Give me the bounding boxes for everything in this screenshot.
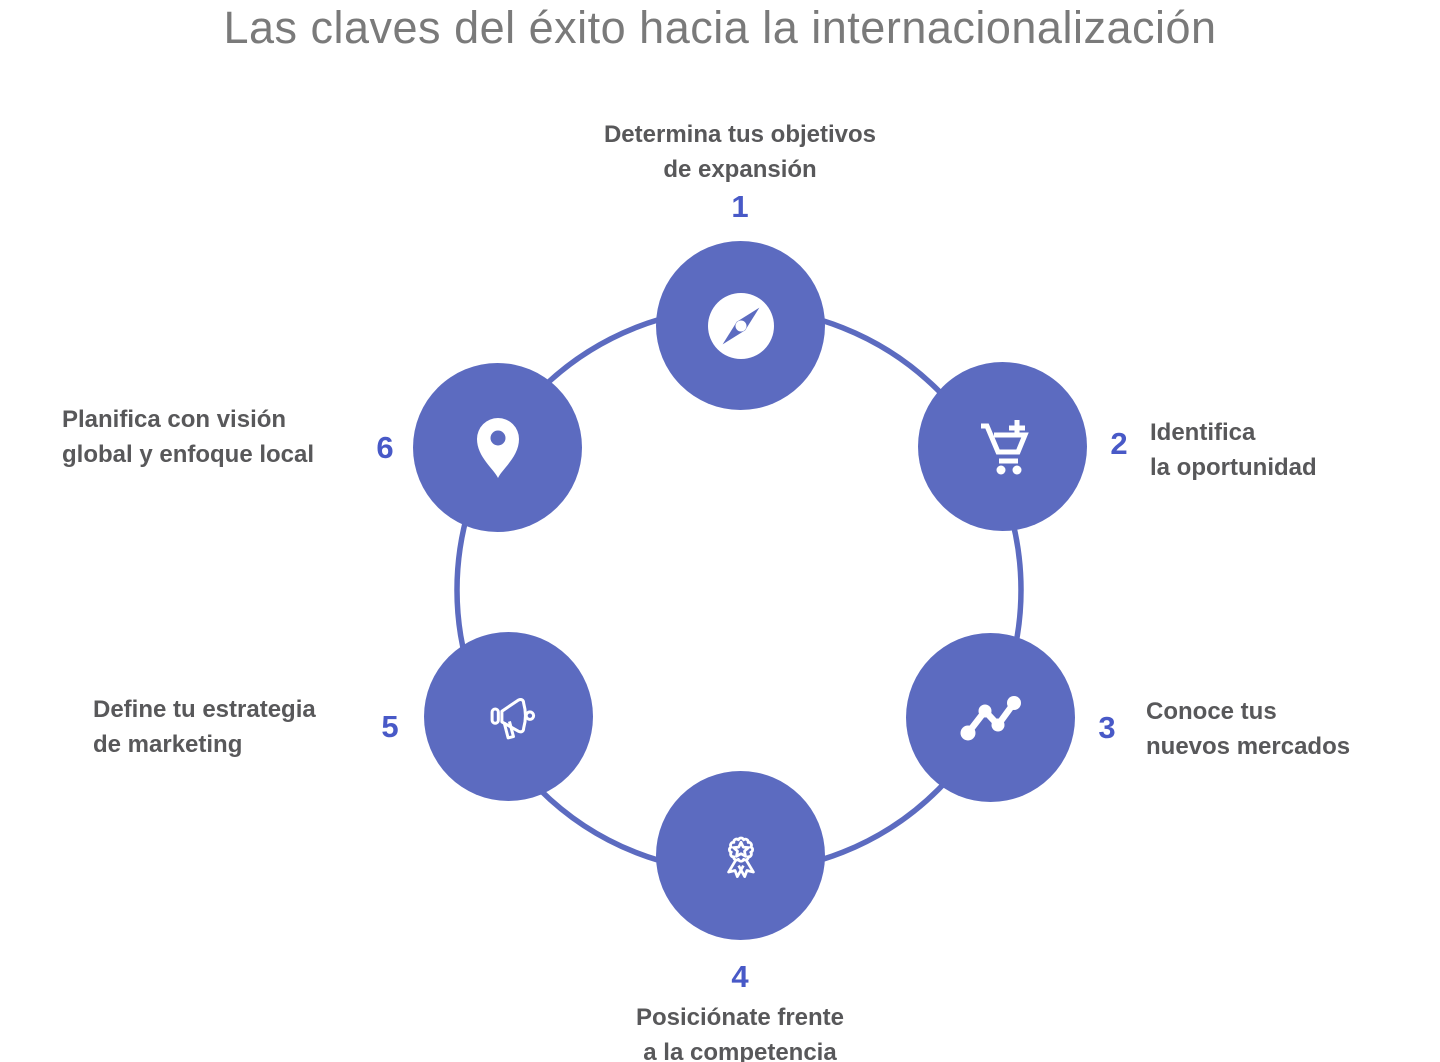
page-title: Las claves del éxito hacia la internacio… (223, 2, 1217, 53)
step-circle-3 (906, 633, 1075, 802)
step-number-5: 5 (381, 709, 399, 744)
step-circle-2 (918, 362, 1087, 531)
step-label-3: Conoce tus nuevos mercados (1146, 698, 1351, 760)
step-number-3: 3 (1098, 710, 1116, 745)
step-number-6: 6 (376, 430, 394, 465)
step-label-6: Planifica con visión global y enfoque lo… (62, 406, 315, 468)
step-circle-5 (424, 632, 593, 801)
step-label-1: Determina tus objetivos de expansión (603, 121, 877, 183)
step-circle-6 (413, 363, 582, 532)
award-ribbon-icon (726, 836, 755, 878)
step-label-5: Define tu estrategia de marketing (93, 696, 316, 758)
step-number-1: 1 (731, 189, 749, 224)
megaphone-icon (490, 697, 535, 739)
step-label-4: Posiciónate frente a la competencia (635, 1004, 845, 1062)
location-pin-icon (476, 417, 519, 478)
step-circle-1 (656, 241, 825, 410)
compass-icon (707, 292, 774, 359)
add-cart-icon (980, 419, 1029, 474)
step-label-2: Identifica la oportunidad (1150, 419, 1317, 481)
step-circle-4 (656, 771, 825, 940)
step-number-2: 2 (1110, 426, 1128, 461)
step-number-4: 4 (731, 959, 749, 994)
trend-chart-icon (960, 695, 1021, 740)
